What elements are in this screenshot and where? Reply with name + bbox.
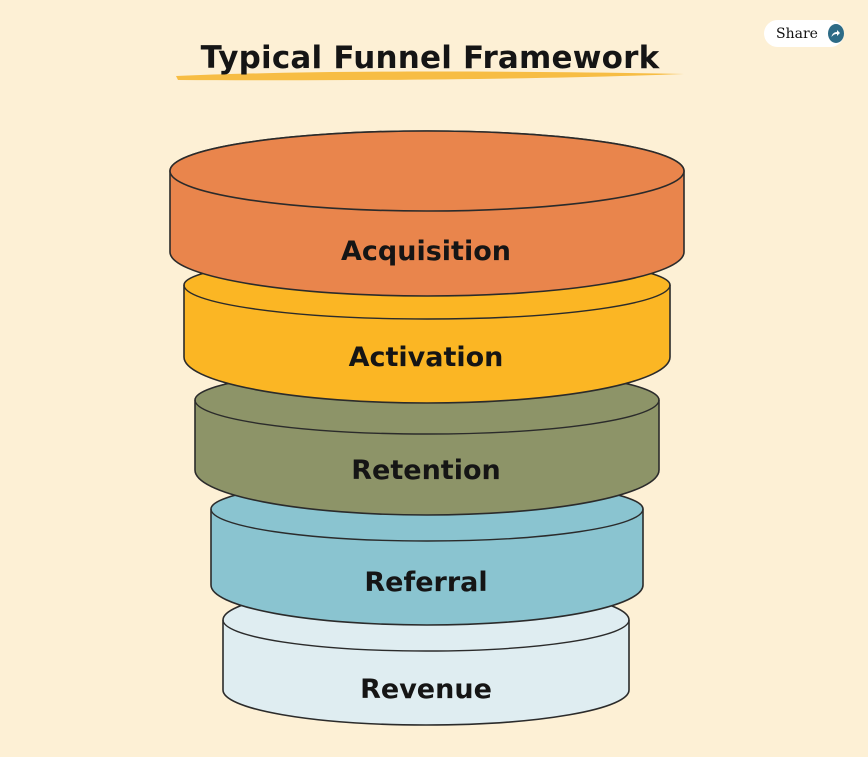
funnel-layer-referral: Referral	[210, 478, 644, 626]
title-block: Typical Funnel Framework	[170, 38, 690, 88]
page-title: Typical Funnel Framework	[200, 40, 660, 76]
funnel-layer-retention: Retention	[194, 367, 660, 516]
referral-label: Referral	[364, 567, 487, 598]
revenue-label: Revenue	[360, 674, 492, 705]
share-button[interactable]: Share	[764, 20, 844, 47]
funnel-layer-acquisition: Acquisition	[169, 130, 685, 297]
retention-label: Retention	[351, 455, 500, 486]
title-underline-stroke	[176, 71, 684, 81]
funnel-layer-activation: Activation	[183, 254, 671, 404]
activation-label: Activation	[349, 342, 504, 373]
acquisition-top	[169, 130, 685, 212]
acquisition-label: Acquisition	[341, 236, 511, 267]
share-label: Share	[776, 25, 818, 42]
share-arrow-icon	[827, 24, 844, 43]
